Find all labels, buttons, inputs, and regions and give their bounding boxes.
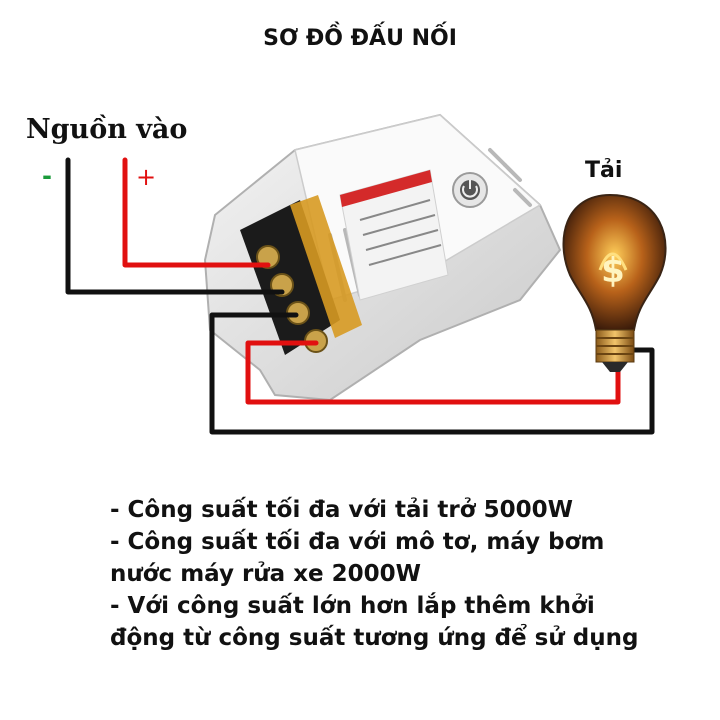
light-bulb-icon: $ xyxy=(562,193,667,372)
notes-list: - Công suất tối đa với tải trở 5000W - C… xyxy=(110,494,710,654)
svg-text:$: $ xyxy=(601,251,625,291)
note-line: - Công suất tối đa với mô tơ, máy bơm xyxy=(110,529,605,555)
positive-load-wire xyxy=(245,340,621,405)
negative-load-wire xyxy=(209,312,655,435)
load-label: Tải xyxy=(585,158,623,183)
minus-terminal-label: - xyxy=(42,162,52,190)
power-input-label: Nguồn vào xyxy=(26,114,188,145)
positive-input-wire xyxy=(122,157,271,268)
note-line: - Công suất tối đa với tải trở 5000W xyxy=(110,497,573,523)
note-line: nước máy rửa xe 2000W xyxy=(110,561,422,587)
remote-switch-module xyxy=(203,113,562,402)
plus-terminal-label: + xyxy=(136,163,157,191)
note-line: động từ công suất tương ứng để sử dụng xyxy=(110,625,639,651)
negative-input-wire xyxy=(65,157,285,295)
note-line: - Với công suất lớn hơn lắp thêm khởi xyxy=(110,593,595,619)
diagram-title: SƠ ĐỒ ĐẤU NỐI xyxy=(263,26,457,51)
terminal-block xyxy=(240,195,362,355)
power-button-icon xyxy=(452,172,488,208)
